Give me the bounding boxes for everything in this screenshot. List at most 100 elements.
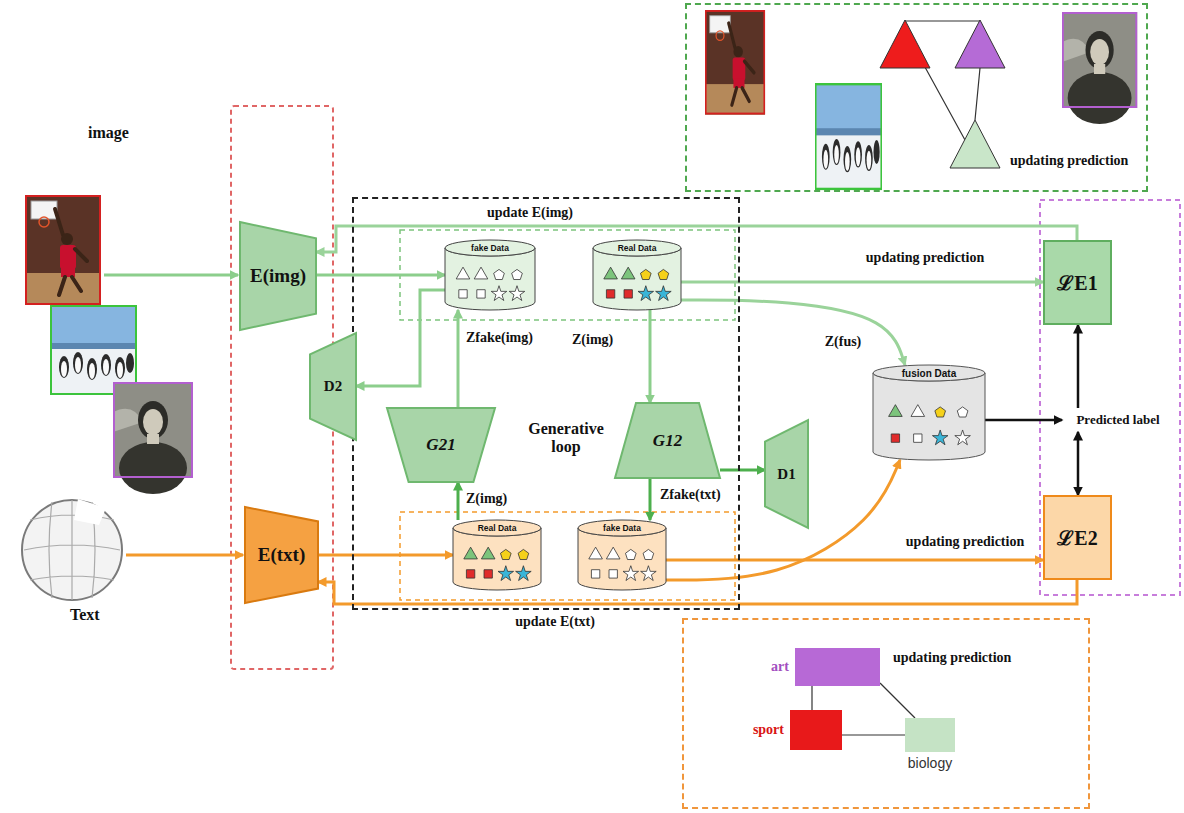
store-name: fake Data [603, 523, 641, 533]
text-loss-box: ℒE2 [1043, 495, 1112, 580]
connector [316, 274, 445, 277]
connector [318, 580, 1077, 604]
image-encoder: E(img) [240, 222, 316, 330]
data-symbol [911, 405, 925, 417]
connector [1077, 432, 1080, 495]
generative-loop-region: fake DataReal DataG21G12Real Datafake Da… [352, 197, 740, 610]
data-symbol [500, 549, 511, 559]
data-symbol [491, 286, 507, 301]
data-symbol [474, 267, 488, 279]
cylinder-top [445, 240, 535, 256]
edge-label: updating prediction [864, 250, 986, 266]
trapezoid-outline [615, 403, 720, 478]
edge-label: Z(fus) [823, 334, 864, 350]
trapezoid-outline [387, 408, 495, 482]
connector [318, 554, 453, 557]
trapezoid-outline [310, 333, 356, 440]
graph-links [905, 21, 980, 140]
image-graph-panel: updating prediction [685, 3, 1148, 192]
connector [356, 290, 445, 386]
basketball-photo [705, 10, 765, 115]
input-arrow [104, 274, 238, 277]
data-symbol [481, 547, 495, 559]
encoder-name: E(txt) [258, 544, 305, 566]
globe [22, 500, 122, 600]
connector [316, 226, 1077, 252]
input-arrow [126, 554, 243, 557]
edge-label: updating prediction [904, 534, 1026, 550]
data-symbol [914, 434, 922, 442]
data-symbol [625, 549, 636, 559]
connector [1077, 325, 1080, 408]
wikipedia-globe [22, 499, 122, 600]
data-symbol [498, 566, 514, 581]
connector [985, 419, 1062, 422]
data-symbol [957, 407, 968, 417]
cylinder-top [453, 520, 541, 536]
data-symbol [606, 290, 614, 298]
module-name: G21 [426, 435, 455, 455]
data-symbol [589, 547, 603, 559]
loss-name: ℒE2 [1057, 524, 1097, 551]
fake-data-store: fake Data [578, 520, 666, 590]
missing-piece [74, 499, 106, 525]
generator: G21 [387, 408, 495, 482]
modality-label: image [88, 124, 129, 142]
data-symbol [624, 290, 632, 298]
data-symbol [509, 286, 525, 301]
data-symbol [459, 290, 467, 298]
penguin-photo [815, 83, 882, 190]
connector [457, 482, 460, 520]
variable-label: Z(img) [466, 491, 507, 507]
class-name: biology [908, 755, 952, 771]
loss-region [1040, 200, 1180, 595]
data-symbol [641, 566, 657, 581]
connector [842, 734, 905, 735]
data-symbol [935, 407, 946, 417]
data-symbol [466, 570, 474, 578]
encoder-name: E(img) [250, 265, 306, 287]
store-name: Real Data [618, 243, 657, 253]
data-symbol [891, 434, 899, 442]
prediction-node: Predicted label [1062, 408, 1174, 432]
store-name: Real Data [478, 523, 517, 533]
panel-caption: updating prediction [893, 650, 1011, 666]
basketball-photo [25, 195, 101, 305]
region-title: Generative loop [520, 420, 612, 456]
data-symbol [643, 549, 654, 559]
data-symbol [484, 570, 492, 578]
text-encoder: E(txt) [245, 507, 318, 603]
connector [457, 310, 460, 408]
image-data-region [400, 230, 735, 320]
store-name: fusion Data [902, 368, 956, 379]
label-graph-panel: artsportbiologyupdating prediction [682, 618, 1090, 809]
graph-triangle [955, 20, 1005, 68]
data-symbol [640, 269, 651, 279]
cylinder-body [453, 528, 541, 590]
image-loss-box: ℒE1 [1043, 240, 1112, 325]
panel-caption: updating prediction [1010, 153, 1128, 169]
data-symbol [623, 566, 639, 581]
modality-label: Text [70, 606, 100, 624]
module-name: D1 [777, 466, 795, 483]
data-symbol [464, 547, 478, 559]
puzzle-lines [24, 500, 120, 600]
data-symbol [932, 430, 948, 445]
data-symbol [606, 547, 620, 559]
class-name: sport [753, 722, 784, 738]
data-symbol [656, 286, 672, 301]
painting-photo [113, 382, 193, 494]
data-symbol [889, 405, 903, 417]
loss-name: ℒE1 [1057, 269, 1097, 296]
data-symbol [621, 267, 635, 279]
edge-label: update E(txt) [513, 614, 597, 630]
real-data-store: Real Data [593, 240, 681, 310]
data-symbol [604, 267, 618, 279]
variable-label: Zfake(img) [466, 330, 533, 346]
class-box: biology [905, 718, 955, 752]
connector [681, 281, 1043, 284]
